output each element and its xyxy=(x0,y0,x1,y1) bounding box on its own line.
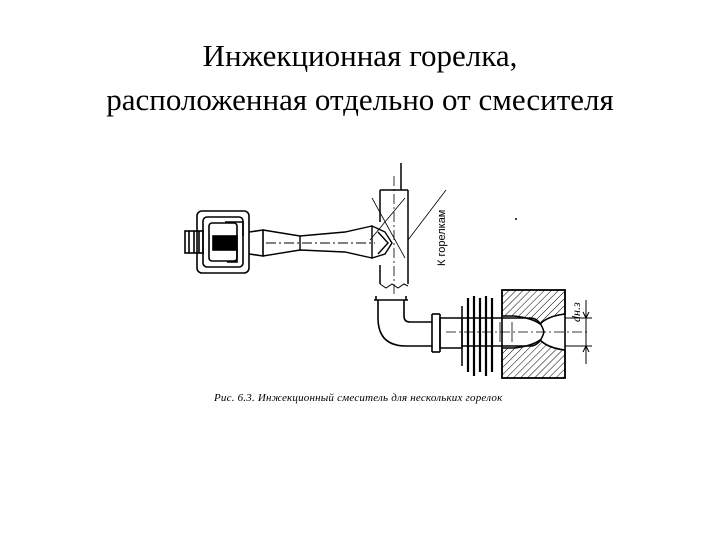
figure-caption: Рис. 6.3. Инжекционный смеситель для нес… xyxy=(214,392,503,404)
slide-title-line1: Инжекционная горелка, xyxy=(202,38,518,73)
to-burners-label: К горелкам xyxy=(436,210,448,266)
burner-tunnel-block xyxy=(501,289,566,379)
dimension-mark xyxy=(565,300,592,364)
slide-title: Инжекционная горелка, расположенная отде… xyxy=(0,34,720,122)
gas-regulator xyxy=(184,210,264,274)
mixer-tube xyxy=(262,224,393,259)
elbow-pipe xyxy=(374,296,441,353)
dimension-label: dн.з xyxy=(569,302,583,322)
distribution-pipe xyxy=(369,163,447,296)
slide-title-line2: расположенная отдельно от смесителя xyxy=(106,82,614,117)
stray-dot xyxy=(515,218,517,220)
